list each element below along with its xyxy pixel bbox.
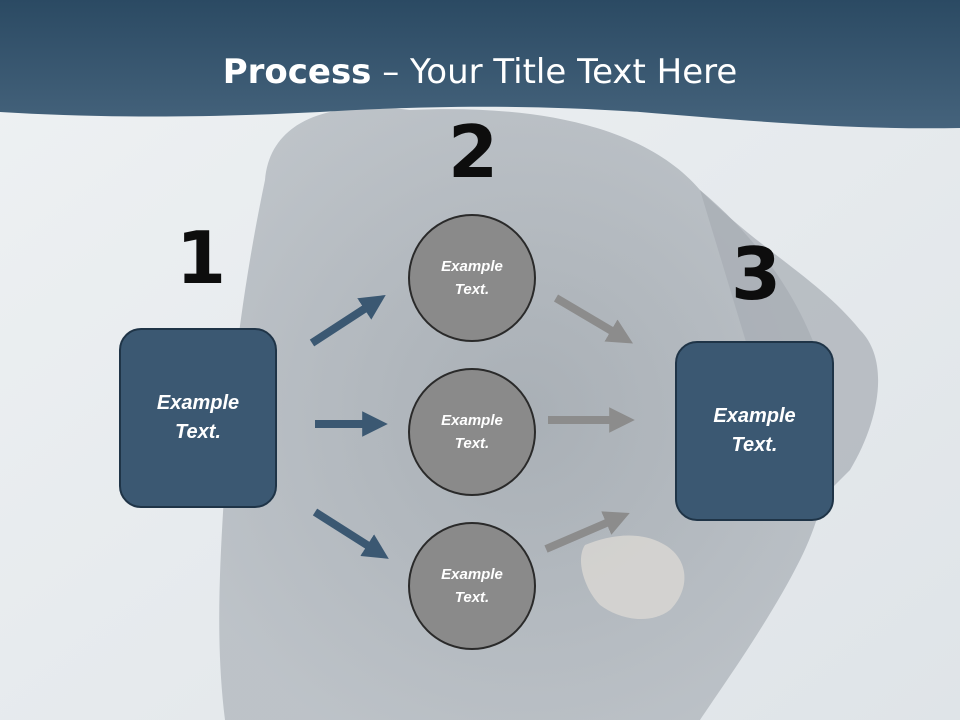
header-band bbox=[0, 0, 960, 129]
title-bold: Process bbox=[222, 52, 372, 92]
step-1-text: Example Text. bbox=[156, 392, 240, 443]
step-number-1: 1 bbox=[176, 216, 227, 300]
background-hand bbox=[580, 535, 685, 620]
title-rest: – Your Title Text Here bbox=[371, 52, 738, 92]
step-2-circle-top: Example Text. bbox=[408, 214, 536, 342]
arrow-1-to-2a bbox=[309, 295, 386, 347]
step-2-circle-middle: Example Text. bbox=[408, 368, 536, 496]
step-1-box: Example Text. bbox=[119, 328, 277, 508]
slide-title: Process – Your Title Text Here bbox=[0, 52, 960, 92]
arrow-2c-to-3 bbox=[544, 511, 630, 553]
circle-middle-text: Example Text. bbox=[441, 412, 503, 452]
circle-bottom-text: Example Text. bbox=[441, 566, 503, 606]
circle-top-text: Example Text. bbox=[441, 258, 503, 298]
arrow-2a-to-3 bbox=[553, 294, 634, 344]
step-3-text: Example Text. bbox=[713, 405, 796, 456]
step-3-box: Example Text. bbox=[675, 341, 834, 521]
step-number-2: 2 bbox=[448, 110, 499, 194]
step-number-3: 3 bbox=[731, 232, 782, 316]
step-2-circle-bottom: Example Text. bbox=[408, 522, 536, 650]
arrow-1-to-2c bbox=[312, 508, 389, 559]
